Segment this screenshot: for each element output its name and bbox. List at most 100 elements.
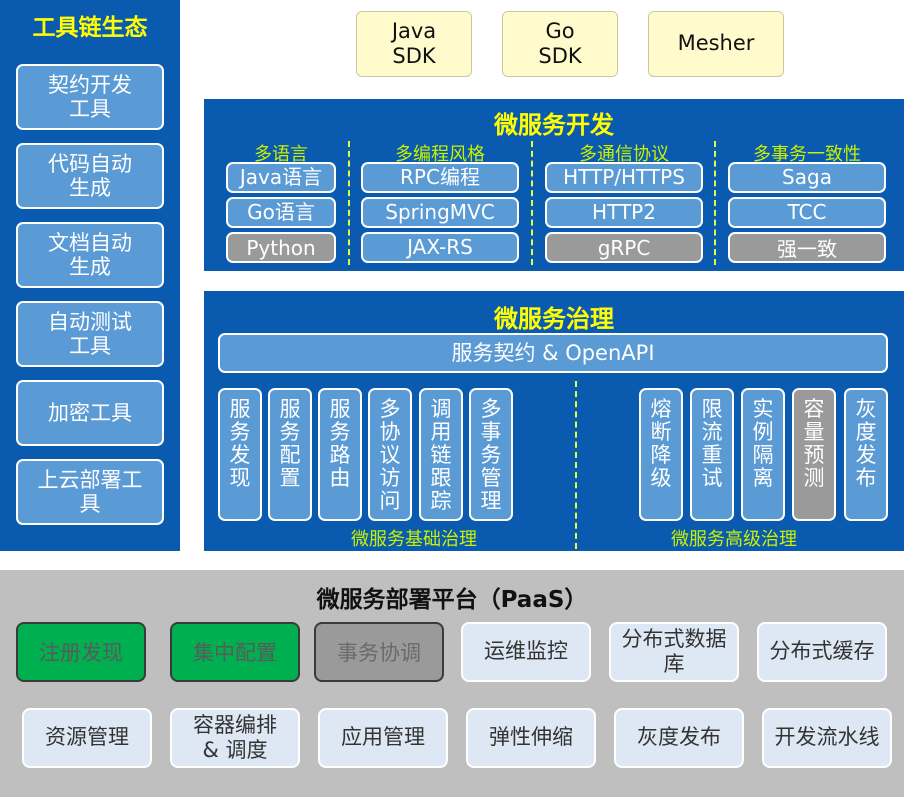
dev-separator	[714, 141, 716, 265]
paas-item-label: & 调度	[202, 738, 268, 762]
go-sdk-box[interactable]: Go SDK	[502, 11, 618, 77]
dev-item-strong-consistency[interactable]: 强一致	[728, 232, 886, 263]
toolchain-item-label: 工具	[69, 97, 111, 121]
dev-panel: 微服务开发 多语言 多编程风格 多通信协议 多事务一致性 Java语言 Go语言…	[204, 99, 904, 271]
gov-item-label: 灰度发布	[855, 397, 877, 490]
sdk-label: Mesher	[677, 31, 755, 56]
paas-ops-monitoring[interactable]: 运维监控	[461, 622, 591, 682]
toolchain-item-contract-dev[interactable]: 契约开发 工具	[16, 64, 164, 130]
paas-resource-mgmt[interactable]: 资源管理	[22, 708, 152, 768]
paas-distributed-cache[interactable]: 分布式缓存	[757, 622, 887, 682]
gov-item-label: 服务配置	[279, 397, 301, 490]
gov-basic-service-routing[interactable]: 服务路由	[318, 388, 362, 521]
toolchain-item-label: 自动测试	[48, 309, 132, 334]
gov-adv-circuit-breaker[interactable]: 熔断降级	[639, 388, 683, 521]
paas-central-config[interactable]: 集中配置	[170, 622, 300, 682]
gov-item-label: 实例隔离	[752, 397, 774, 490]
toolchain-item-autotest[interactable]: 自动测试 工具	[16, 301, 164, 367]
paas-elastic-scaling[interactable]: 弹性伸缩	[466, 708, 596, 768]
gov-title: 微服务治理	[494, 305, 614, 333]
gov-item-label: 调用链跟踪	[430, 397, 452, 513]
toolchain-item-label: 契约开发	[48, 72, 132, 97]
gov-item-label: 服务发现	[229, 397, 251, 490]
gov-adv-gray-release[interactable]: 灰度发布	[844, 388, 888, 521]
gov-adv-capacity-prediction[interactable]: 容量预测	[792, 388, 836, 521]
sdk-label: SDK	[392, 44, 436, 68]
paas-item-label: 容器编排	[193, 712, 277, 737]
gov-item-label: 容量预测	[803, 397, 825, 490]
dev-item-go[interactable]: Go语言	[226, 197, 336, 228]
dev-item-jaxrs[interactable]: JAX-RS	[361, 232, 519, 263]
toolchain-item-codegen[interactable]: 代码自动 生成	[16, 143, 164, 209]
dev-item-saga[interactable]: Saga	[728, 162, 886, 193]
gov-item-label: 多事务管理	[480, 397, 502, 513]
paas-container-orchestration[interactable]: 容器编排 & 调度	[170, 708, 300, 768]
dev-item-http2[interactable]: HTTP2	[545, 197, 703, 228]
toolchain-item-label: 文档自动	[48, 230, 132, 255]
gov-basic-transaction-mgmt[interactable]: 多事务管理	[469, 388, 513, 521]
paas-item-label: 资源管理	[45, 725, 129, 750]
java-sdk-box[interactable]: Java SDK	[356, 11, 472, 77]
toolchain-item-label: 工具	[69, 334, 111, 358]
dev-col-label-protocols: 多通信协议	[579, 144, 669, 165]
dev-item-http[interactable]: HTTP/HTTPS	[545, 162, 703, 193]
paas-item-label: 应用管理	[341, 725, 425, 750]
paas-item-label: 分布式数据	[621, 626, 727, 651]
paas-title: 微服务部署平台（PaaS）	[316, 587, 588, 613]
paas-item-label: 开发流水线	[774, 725, 880, 750]
gov-panel: 微服务治理 服务契约 & OpenAPI 服务发现 服务配置 服务路由 多协议访…	[204, 291, 904, 551]
sdk-label: Go	[545, 18, 575, 43]
dev-col-label-languages: 多语言	[254, 144, 308, 165]
gov-separator	[575, 381, 577, 549]
paas-item-label: 弹性伸缩	[489, 725, 573, 750]
toolchain-panel: 工具链生态 契约开发 工具 代码自动 生成 文档自动 生成 自动测试 工具 加密…	[0, 0, 180, 551]
dev-item-tcc[interactable]: TCC	[728, 197, 886, 228]
toolchain-item-label: 加密工具	[48, 400, 132, 425]
paas-item-label: 运维监控	[484, 639, 568, 664]
gov-basic-multi-protocol[interactable]: 多协议访问	[368, 388, 412, 521]
dev-item-java[interactable]: Java语言	[226, 162, 336, 193]
dev-item-rpc[interactable]: RPC编程	[361, 162, 519, 193]
gov-item-label: 限流重试	[701, 397, 723, 490]
paas-app-mgmt[interactable]: 应用管理	[318, 708, 448, 768]
toolchain-item-encrypt[interactable]: 加密工具	[16, 380, 164, 446]
dev-item-python[interactable]: Python	[226, 232, 336, 263]
toolchain-item-label: 生成	[69, 255, 111, 279]
gov-item-label: 熔断降级	[650, 397, 672, 490]
gov-basic-service-discovery[interactable]: 服务发现	[218, 388, 262, 521]
gov-basic-call-tracing[interactable]: 调用链跟踪	[419, 388, 463, 521]
dev-title: 微服务开发	[494, 111, 614, 139]
dev-separator	[531, 141, 533, 265]
toolchain-title: 工具链生态	[32, 15, 148, 41]
toolchain-item-label: 具	[79, 492, 101, 516]
toolchain-item-label: 生成	[69, 176, 111, 200]
paas-item-label: 灰度发布	[637, 725, 721, 750]
toolchain-item-cloud-deploy[interactable]: 上云部署工 具	[16, 459, 164, 525]
gov-adv-instance-isolation[interactable]: 实例隔离	[741, 388, 785, 521]
gov-basic-label: 微服务基础治理	[351, 529, 477, 550]
paas-gray-release[interactable]: 灰度发布	[614, 708, 744, 768]
paas-item-label: 库	[663, 652, 685, 676]
sdk-label: Java	[391, 18, 437, 43]
paas-distributed-db[interactable]: 分布式数据 库	[609, 622, 739, 682]
sdk-label: SDK	[538, 44, 582, 68]
dev-col-label-transactions: 多事务一致性	[753, 144, 861, 165]
service-contract-openapi[interactable]: 服务契约 & OpenAPI	[218, 333, 888, 373]
toolchain-item-docgen[interactable]: 文档自动 生成	[16, 222, 164, 288]
dev-separator	[348, 141, 350, 265]
paas-transaction-coord[interactable]: 事务协调	[314, 622, 444, 682]
gov-basic-service-config[interactable]: 服务配置	[268, 388, 312, 521]
mesher-box[interactable]: Mesher	[648, 11, 784, 77]
gov-adv-rate-limit-retry[interactable]: 限流重试	[690, 388, 734, 521]
paas-dev-pipeline[interactable]: 开发流水线	[762, 708, 892, 768]
gov-item-label: 多协议访问	[379, 397, 401, 513]
paas-item-label: 分布式缓存	[769, 639, 875, 664]
dev-item-grpc[interactable]: gRPC	[545, 232, 703, 263]
paas-registry-discovery[interactable]: 注册发现	[16, 622, 146, 682]
toolchain-item-label: 代码自动	[48, 151, 132, 176]
dev-item-springmvc[interactable]: SpringMVC	[361, 197, 519, 228]
gov-item-label: 服务路由	[329, 397, 351, 490]
paas-panel: 微服务部署平台（PaaS） 注册发现 集中配置 事务协调 运维监控 分布式数据 …	[0, 570, 904, 797]
dev-col-label-styles: 多编程风格	[395, 144, 485, 165]
gov-advanced-label: 微服务高级治理	[671, 529, 797, 550]
